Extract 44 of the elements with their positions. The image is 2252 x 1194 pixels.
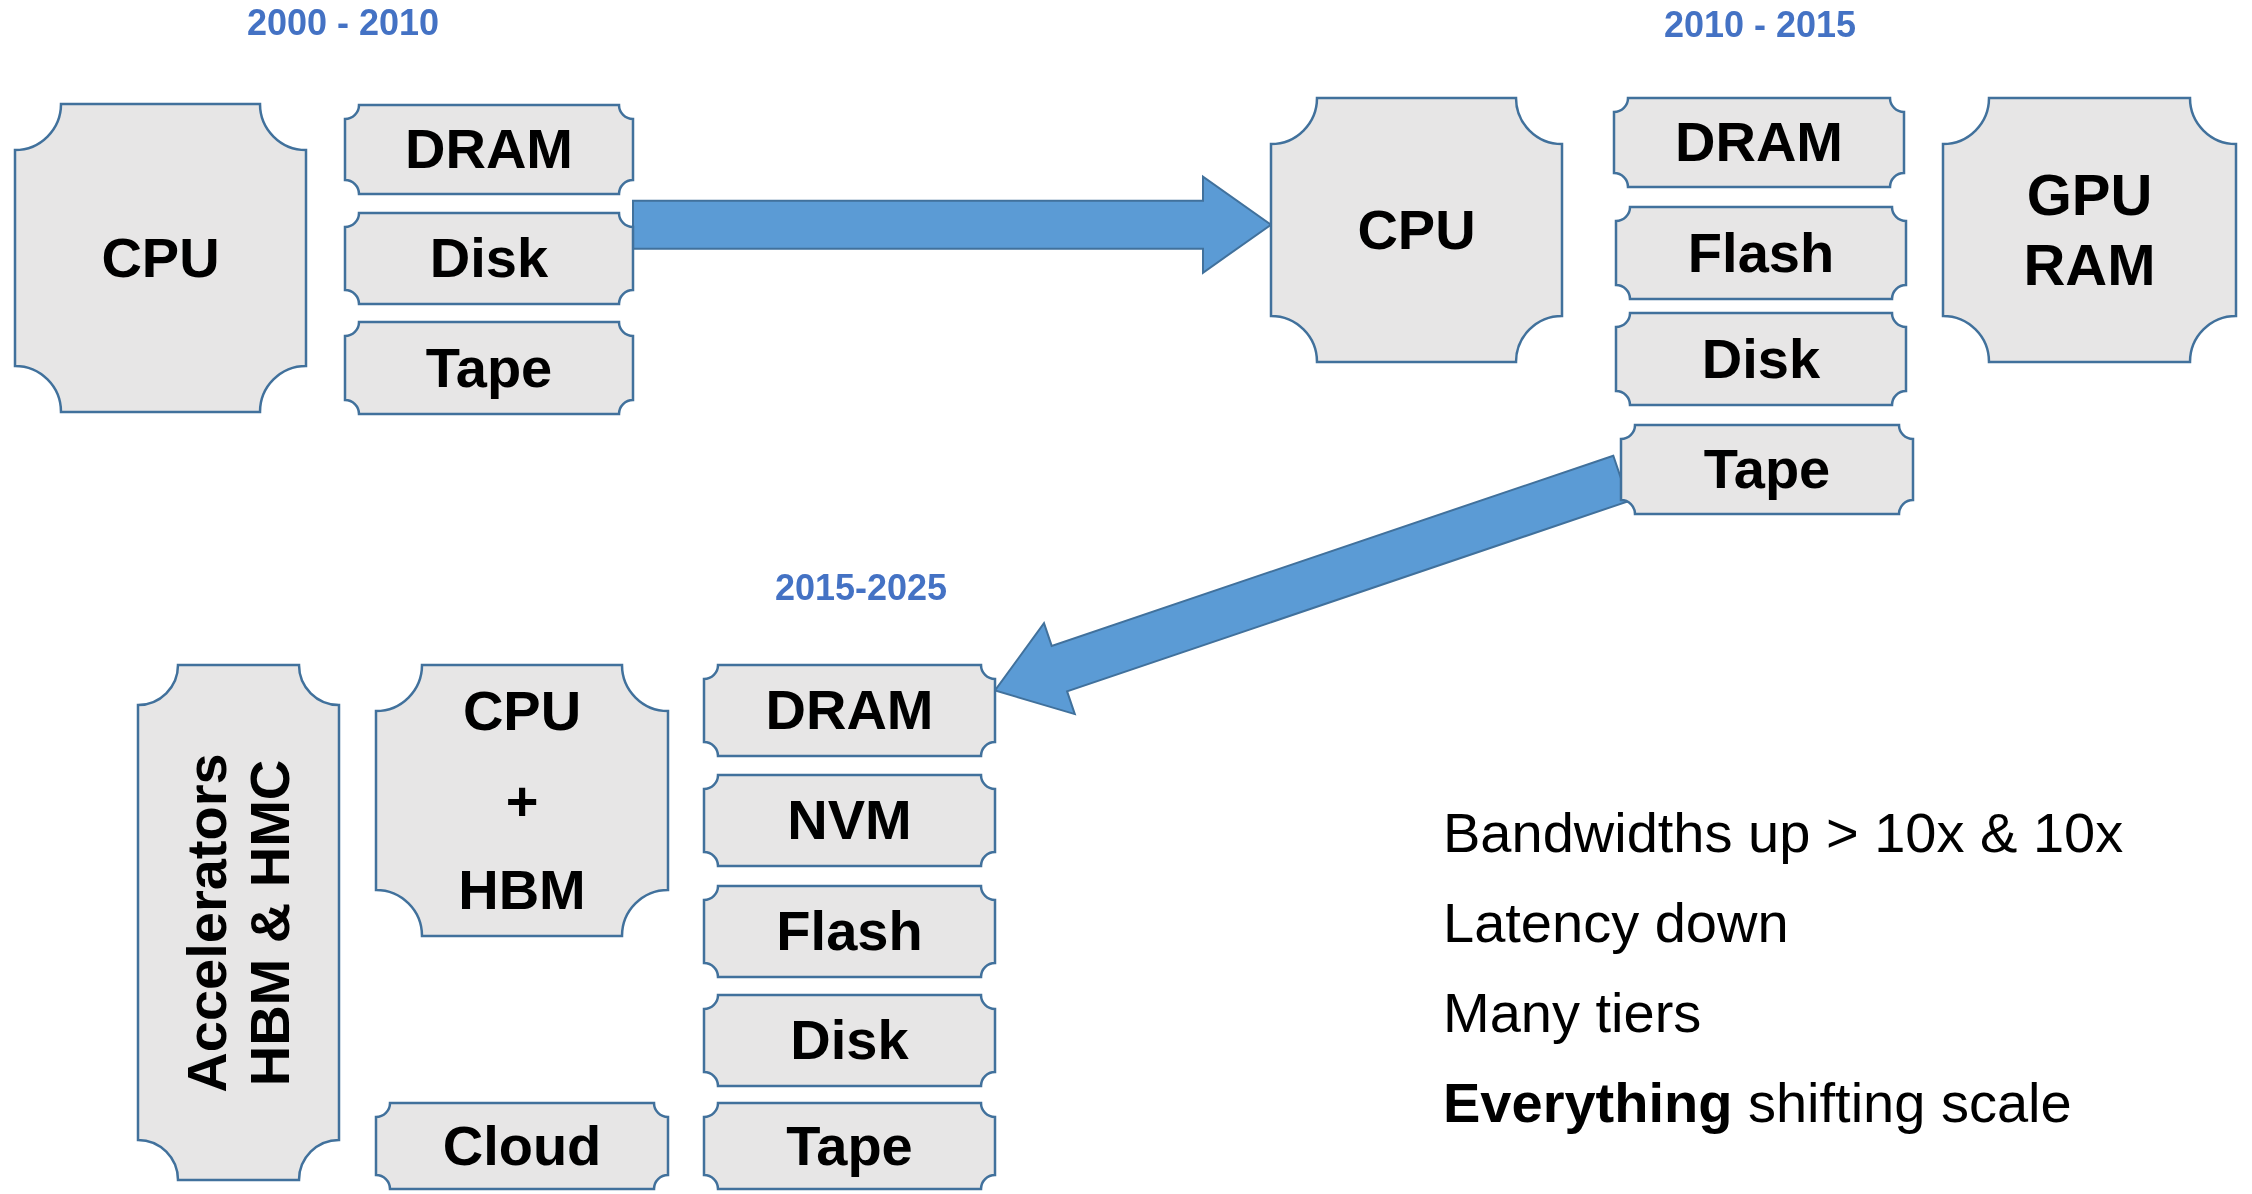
memory-tier-box	[1614, 98, 1904, 187]
node-label: DRAM	[765, 678, 934, 743]
node-label: Disk	[790, 1008, 909, 1073]
chip-box	[376, 665, 668, 936]
node-label: DRAM	[1675, 110, 1843, 175]
note-text: Latency down	[1443, 890, 1789, 955]
node-label: Tape	[1703, 437, 1831, 502]
memory-tier-box	[704, 1103, 995, 1189]
note-text: Many tiers	[1443, 980, 1702, 1045]
chip-box	[1943, 98, 2236, 362]
node-label: DRAM	[405, 117, 573, 182]
chip-box	[138, 665, 339, 1180]
node-label: Flash	[1687, 220, 1835, 286]
node-label: Cloud	[442, 1113, 602, 1179]
note-text: Bandwidths up > 10x & 10x	[1443, 800, 2124, 865]
memory-tier-box	[704, 886, 995, 977]
memory-tier-box	[704, 995, 995, 1086]
note-text: Everything shifting scale	[1443, 1070, 2072, 1135]
period-label: 2010 - 2015	[1663, 4, 1857, 46]
memory-tier-box	[704, 665, 995, 756]
memory-tier-box	[1616, 207, 1906, 299]
chip-box	[15, 104, 306, 412]
node-label: CPU + HBM	[457, 678, 587, 924]
memory-tier-box	[345, 213, 633, 304]
block-arrow	[632, 174, 1273, 275]
node-label: Tape	[425, 335, 553, 401]
memory-tier-box	[1621, 425, 1913, 514]
period-label: 2000 - 2010	[246, 2, 440, 44]
node-label: CPU	[1357, 197, 1476, 263]
node-label: CPU	[101, 225, 220, 291]
node-label: NVM	[787, 788, 912, 853]
node-label: Flash	[776, 899, 923, 964]
chip-box	[1271, 98, 1562, 362]
period-label: 2015-2025	[774, 567, 948, 609]
memory-tier-box	[345, 105, 633, 194]
memory-tier-box	[376, 1103, 668, 1189]
node-label: Accelerators HBM & HMC	[175, 751, 302, 1095]
memory-tier-box	[704, 775, 995, 866]
memory-tier-box	[1616, 313, 1906, 405]
node-label: GPU RAM	[2022, 161, 2157, 299]
node-label: Tape	[786, 1113, 913, 1179]
memory-tier-box	[345, 322, 633, 414]
node-label: Disk	[1701, 326, 1821, 392]
node-label: Disk	[429, 226, 549, 291]
